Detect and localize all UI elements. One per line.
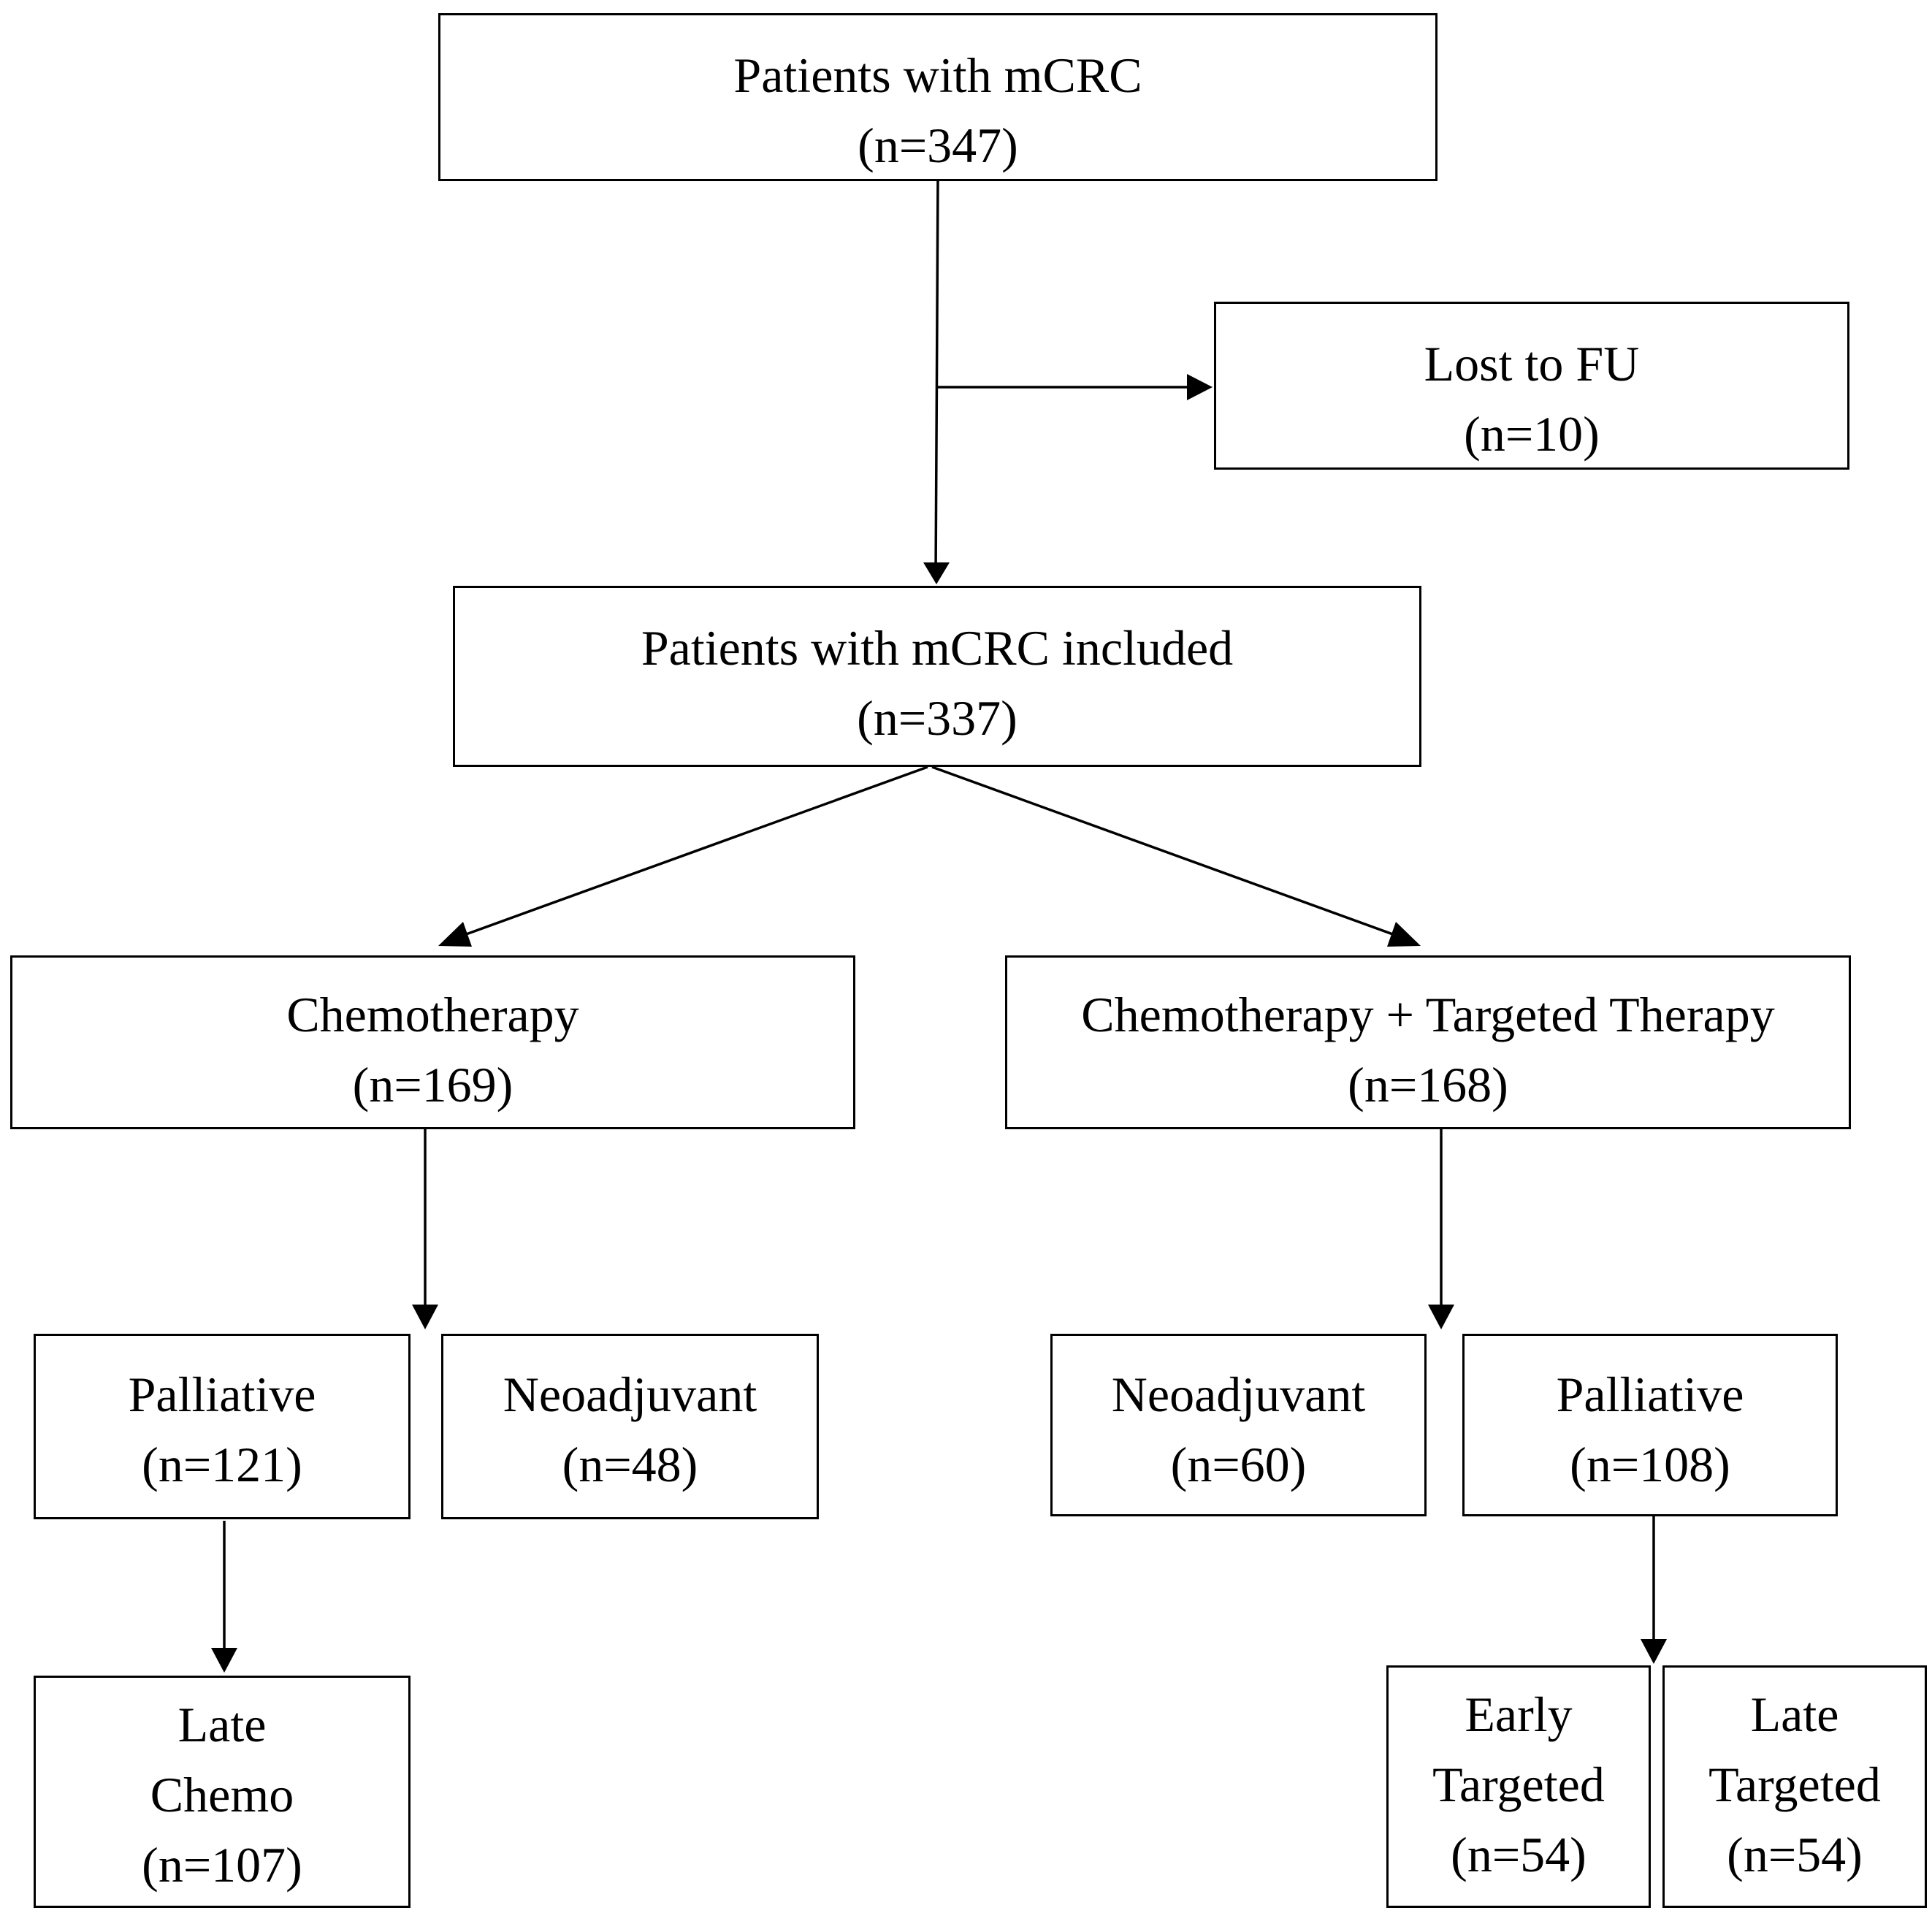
arrowhead-included bbox=[923, 562, 950, 584]
early-targeted-node: Early Targeted (n=54) bbox=[1386, 1665, 1651, 1908]
included-count: (n=337) bbox=[857, 690, 1017, 746]
late-targeted-line1: Late bbox=[1750, 1687, 1839, 1742]
chemo-palliative-count: (n=121) bbox=[142, 1437, 302, 1492]
chemo-palliative-node: Palliative (n=121) bbox=[34, 1334, 411, 1519]
ct-neoadjuvant-title: Neoadjuvant bbox=[1111, 1367, 1366, 1422]
late-targeted-node: Late Targeted (n=54) bbox=[1662, 1665, 1927, 1908]
ct-palliative-title: Palliative bbox=[1556, 1367, 1744, 1422]
chemo-targeted-count: (n=168) bbox=[1348, 1057, 1508, 1112]
arrowhead-chemo-targeted-down bbox=[1428, 1305, 1454, 1329]
late-chemo-line2: Chemo bbox=[150, 1767, 294, 1822]
chemo-targeted-node: Chemotherapy + Targeted Therapy (n=168) bbox=[1005, 955, 1851, 1129]
early-targeted-line2: Targeted bbox=[1432, 1757, 1605, 1812]
late-chemo-count: (n=107) bbox=[142, 1837, 302, 1893]
ct-palliative-count: (n=108) bbox=[1570, 1437, 1730, 1492]
arrowhead-chemo bbox=[438, 922, 472, 947]
arrow-root-to-included bbox=[934, 179, 939, 578]
chemo-title: Chemotherapy bbox=[286, 987, 579, 1042]
early-targeted-count: (n=54) bbox=[1451, 1827, 1587, 1882]
root-count: (n=347) bbox=[858, 118, 1018, 173]
arrow-included-to-chemo-targeted bbox=[931, 765, 1400, 938]
root-node: Patients with mCRC (n=347) bbox=[438, 13, 1437, 181]
arrowhead-lost-fu bbox=[1187, 374, 1213, 400]
root-title: Patients with mCRC bbox=[733, 47, 1142, 103]
arrowhead-chemo-targeted bbox=[1387, 922, 1421, 947]
arrow-included-to-chemo bbox=[459, 765, 928, 938]
ct-palliative-node: Palliative (n=108) bbox=[1462, 1334, 1838, 1516]
excluded-count: (n=10) bbox=[1464, 406, 1600, 462]
early-targeted-line1: Early bbox=[1465, 1687, 1573, 1742]
chemo-targeted-title: Chemotherapy + Targeted Therapy bbox=[1081, 987, 1775, 1042]
late-chemo-node: Late Chemo (n=107) bbox=[34, 1676, 411, 1908]
excluded-node: Lost to FU (n=10) bbox=[1214, 302, 1849, 470]
ct-neoadjuvant-node: Neoadjuvant (n=60) bbox=[1050, 1334, 1427, 1516]
chemo-neoadjuvant-title: Neoadjuvant bbox=[503, 1367, 757, 1422]
included-title: Patients with mCRC included bbox=[641, 620, 1234, 676]
excluded-title: Lost to FU bbox=[1424, 336, 1640, 392]
chemo-neoadjuvant-count: (n=48) bbox=[562, 1437, 698, 1492]
arrowhead-late-chemo bbox=[211, 1648, 237, 1673]
arrowhead-targeted bbox=[1641, 1639, 1667, 1664]
chemo-palliative-title: Palliative bbox=[128, 1367, 316, 1422]
ct-neoadjuvant-count: (n=60) bbox=[1170, 1437, 1307, 1492]
late-chemo-line1: Late bbox=[177, 1697, 267, 1752]
late-targeted-count: (n=54) bbox=[1727, 1827, 1863, 1882]
arrowhead-chemo-down bbox=[412, 1305, 438, 1329]
chemo-neoadjuvant-node: Neoadjuvant (n=48) bbox=[441, 1334, 819, 1519]
chemo-count: (n=169) bbox=[352, 1057, 513, 1112]
late-targeted-line2: Targeted bbox=[1708, 1757, 1881, 1812]
chemo-node: Chemotherapy (n=169) bbox=[10, 955, 855, 1129]
included-node: Patients with mCRC included (n=337) bbox=[453, 586, 1421, 767]
